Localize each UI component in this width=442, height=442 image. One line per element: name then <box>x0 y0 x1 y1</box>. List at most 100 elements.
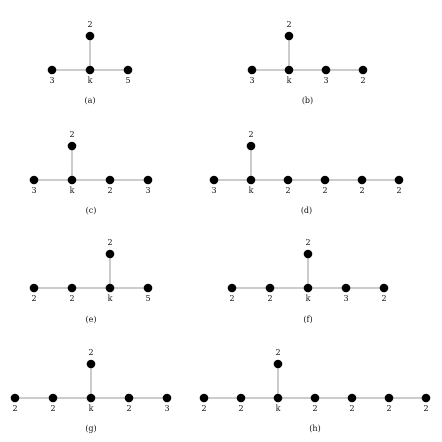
diagram-d: 2 3 k 2 2 2 2 (d) <box>209 130 404 215</box>
node-label: 2 <box>386 404 391 413</box>
node <box>303 283 313 293</box>
diagram-g: 2 2 2 k 2 3 (g) <box>10 348 172 433</box>
node-label: 5 <box>125 76 130 85</box>
node <box>379 283 389 293</box>
node-label: 2 <box>50 404 55 413</box>
node-label: 3 <box>31 186 36 195</box>
diagram-c: 2 3 k 2 3 (c) <box>29 130 153 215</box>
node <box>284 65 294 75</box>
node <box>143 175 153 185</box>
node-label: 2 <box>88 348 93 357</box>
node <box>29 283 39 293</box>
node-label: 3 <box>249 76 254 85</box>
node-label: 3 <box>145 186 150 195</box>
node <box>199 393 209 403</box>
diagram-caption: (e) <box>86 315 97 324</box>
diagram-caption: (f) <box>303 315 312 324</box>
node <box>67 175 77 185</box>
diagram-caption: (d) <box>301 206 312 215</box>
node-label: 2 <box>423 404 428 413</box>
node <box>105 283 115 293</box>
diagram-h: 2 2 2 k 2 2 2 2 (h) <box>199 348 431 433</box>
diagram-caption: (b) <box>302 96 313 105</box>
branch-node <box>85 31 95 41</box>
node-label: k <box>88 76 93 85</box>
node-label: 2 <box>349 404 354 413</box>
node-label: 2 <box>396 186 401 195</box>
node-label: 2 <box>12 404 17 413</box>
node-label: k <box>249 186 254 195</box>
node-label: 2 <box>69 130 74 139</box>
node <box>384 393 394 403</box>
branch-node <box>303 249 313 259</box>
node-label: 2 <box>107 186 112 195</box>
node-label: k <box>287 76 292 85</box>
node-label: k <box>306 294 311 303</box>
node-label: 2 <box>31 294 36 303</box>
diagram-e: 2 2 2 k 5 (e) <box>29 238 153 324</box>
node <box>247 65 257 75</box>
node <box>394 175 404 185</box>
node <box>357 175 367 185</box>
node-label: k <box>70 186 75 195</box>
node <box>85 65 95 75</box>
node-label: 2 <box>107 238 112 247</box>
node-label: k <box>108 294 113 303</box>
node-label: 2 <box>286 20 291 29</box>
node <box>227 283 237 293</box>
node-label: k <box>276 404 281 413</box>
node-label: 2 <box>229 294 234 303</box>
diagram-a: 2 3 k 5 (a) <box>47 20 133 105</box>
node <box>67 283 77 293</box>
node-label: 2 <box>359 186 364 195</box>
node-label: 3 <box>49 76 54 85</box>
branch-node <box>67 141 77 151</box>
node <box>265 283 275 293</box>
node <box>273 393 283 403</box>
node <box>320 175 330 185</box>
node-label: 2 <box>69 294 74 303</box>
node-label: 2 <box>360 76 365 85</box>
node <box>86 393 96 403</box>
node <box>47 65 57 75</box>
node-label: 2 <box>285 186 290 195</box>
node-label: 2 <box>322 186 327 195</box>
node-label: 3 <box>343 294 348 303</box>
node-label: 3 <box>164 404 169 413</box>
node <box>162 393 172 403</box>
node <box>283 175 293 185</box>
node-label: 2 <box>87 20 92 29</box>
node-label: 3 <box>211 186 216 195</box>
node <box>48 393 58 403</box>
node <box>124 393 134 403</box>
node-label: 5 <box>145 294 150 303</box>
node-label: 2 <box>238 404 243 413</box>
node <box>347 393 357 403</box>
branch-node <box>105 249 115 259</box>
node <box>209 175 219 185</box>
node <box>143 283 153 293</box>
branch-node <box>246 141 256 151</box>
node-label: 2 <box>201 404 206 413</box>
diagram-caption: (g) <box>85 424 96 433</box>
node-label: 2 <box>267 294 272 303</box>
diagram-caption: (h) <box>309 424 320 433</box>
diagram-caption: (c) <box>86 206 97 215</box>
node <box>358 65 368 75</box>
node-label: 2 <box>305 238 310 247</box>
node-label: 2 <box>312 404 317 413</box>
node <box>236 393 246 403</box>
branch-node <box>86 359 96 369</box>
node-label: k <box>89 404 94 413</box>
diagram-f: 2 2 2 k 3 2 (f) <box>227 238 389 324</box>
node-label: 2 <box>248 130 253 139</box>
node <box>10 393 20 403</box>
node-label: 2 <box>275 348 280 357</box>
node-label: 2 <box>126 404 131 413</box>
node <box>105 175 115 185</box>
branch-node <box>284 31 294 41</box>
node-label: 2 <box>381 294 386 303</box>
diagram-caption: (a) <box>84 96 95 105</box>
